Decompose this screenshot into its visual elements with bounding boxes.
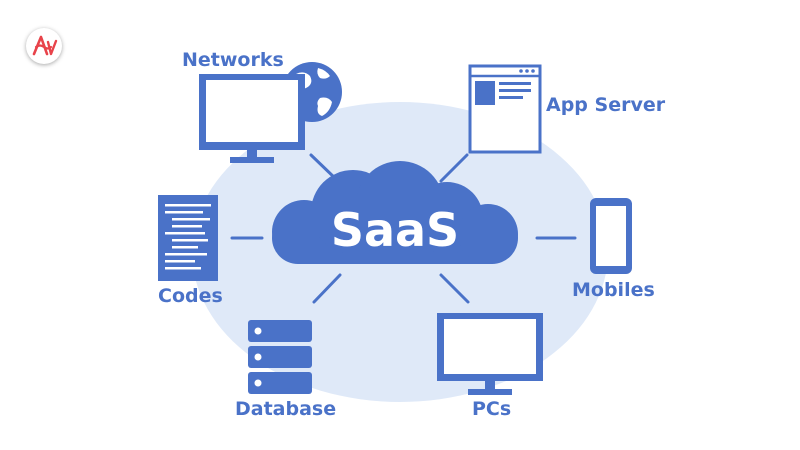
- connector-pcs: [439, 273, 470, 304]
- label-database: Database: [235, 398, 337, 420]
- server-stack-icon: [248, 320, 312, 394]
- label-networks: Networks: [182, 49, 284, 71]
- mobile-phone-icon: [590, 198, 632, 274]
- av-logo-icon: [26, 28, 62, 64]
- label-codes: Codes: [158, 285, 223, 307]
- monitor-icon: [437, 313, 543, 395]
- center-label: SaaS: [331, 203, 459, 257]
- cloud-icon: [272, 161, 518, 264]
- browser-window-icon: [468, 64, 542, 154]
- label-pcs: PCs: [472, 398, 512, 420]
- connector-database: [312, 273, 342, 304]
- code-document-icon: [158, 195, 218, 281]
- label-mobiles: Mobiles: [572, 279, 655, 301]
- label-app-server: App Server: [546, 94, 666, 116]
- monitor-with-globe-icon: [199, 74, 305, 163]
- connector-app-server: [439, 153, 469, 183]
